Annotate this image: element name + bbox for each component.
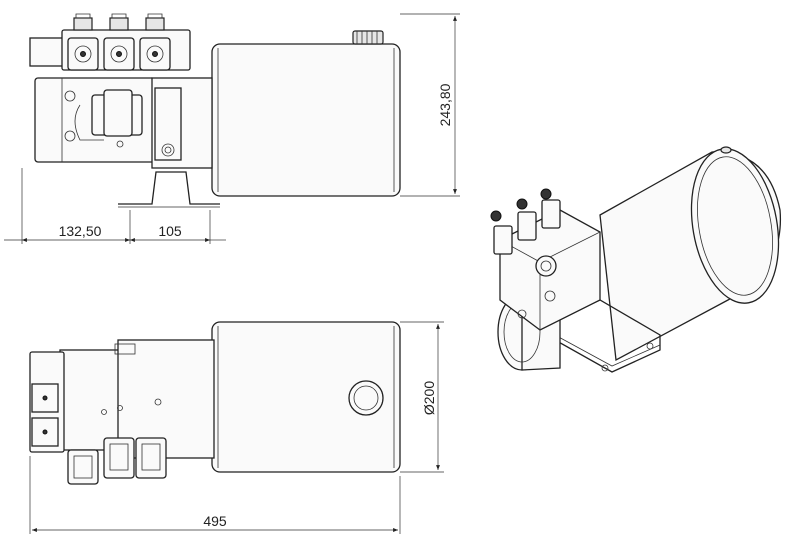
mounting-foot	[118, 171, 220, 205]
valve-coil-2	[103, 13, 135, 71]
iso-coil-2	[516, 198, 537, 241]
offset-mid-label: 105	[158, 223, 182, 239]
tank-port	[348, 380, 384, 416]
length-dimension-label: 495	[203, 513, 227, 529]
offset-dimensions	[4, 168, 226, 244]
tank-side	[211, 43, 401, 197]
height-dimension-label: 243,80	[437, 83, 453, 126]
valve-coil-top-3	[135, 437, 167, 479]
diameter-dimension	[400, 321, 444, 473]
height-dimension	[400, 13, 460, 197]
isometric-view	[490, 146, 782, 373]
length-dimension	[29, 456, 401, 534]
iso-coil-3	[540, 188, 561, 229]
diameter-dimension-label: Ø200	[421, 381, 437, 415]
valve-coil-3	[139, 13, 171, 71]
valve-coil-top-2	[103, 437, 135, 479]
valve-coil-top-1	[67, 449, 99, 485]
top-view: Ø200 495	[29, 321, 444, 534]
offset-left-label: 132,50	[59, 223, 102, 239]
side-view: 243,80 132,50 105	[4, 13, 460, 244]
filler-cap	[352, 30, 384, 45]
valve-coil-1	[67, 13, 99, 71]
tank-top	[211, 321, 401, 473]
iso-coil-1	[490, 210, 513, 255]
